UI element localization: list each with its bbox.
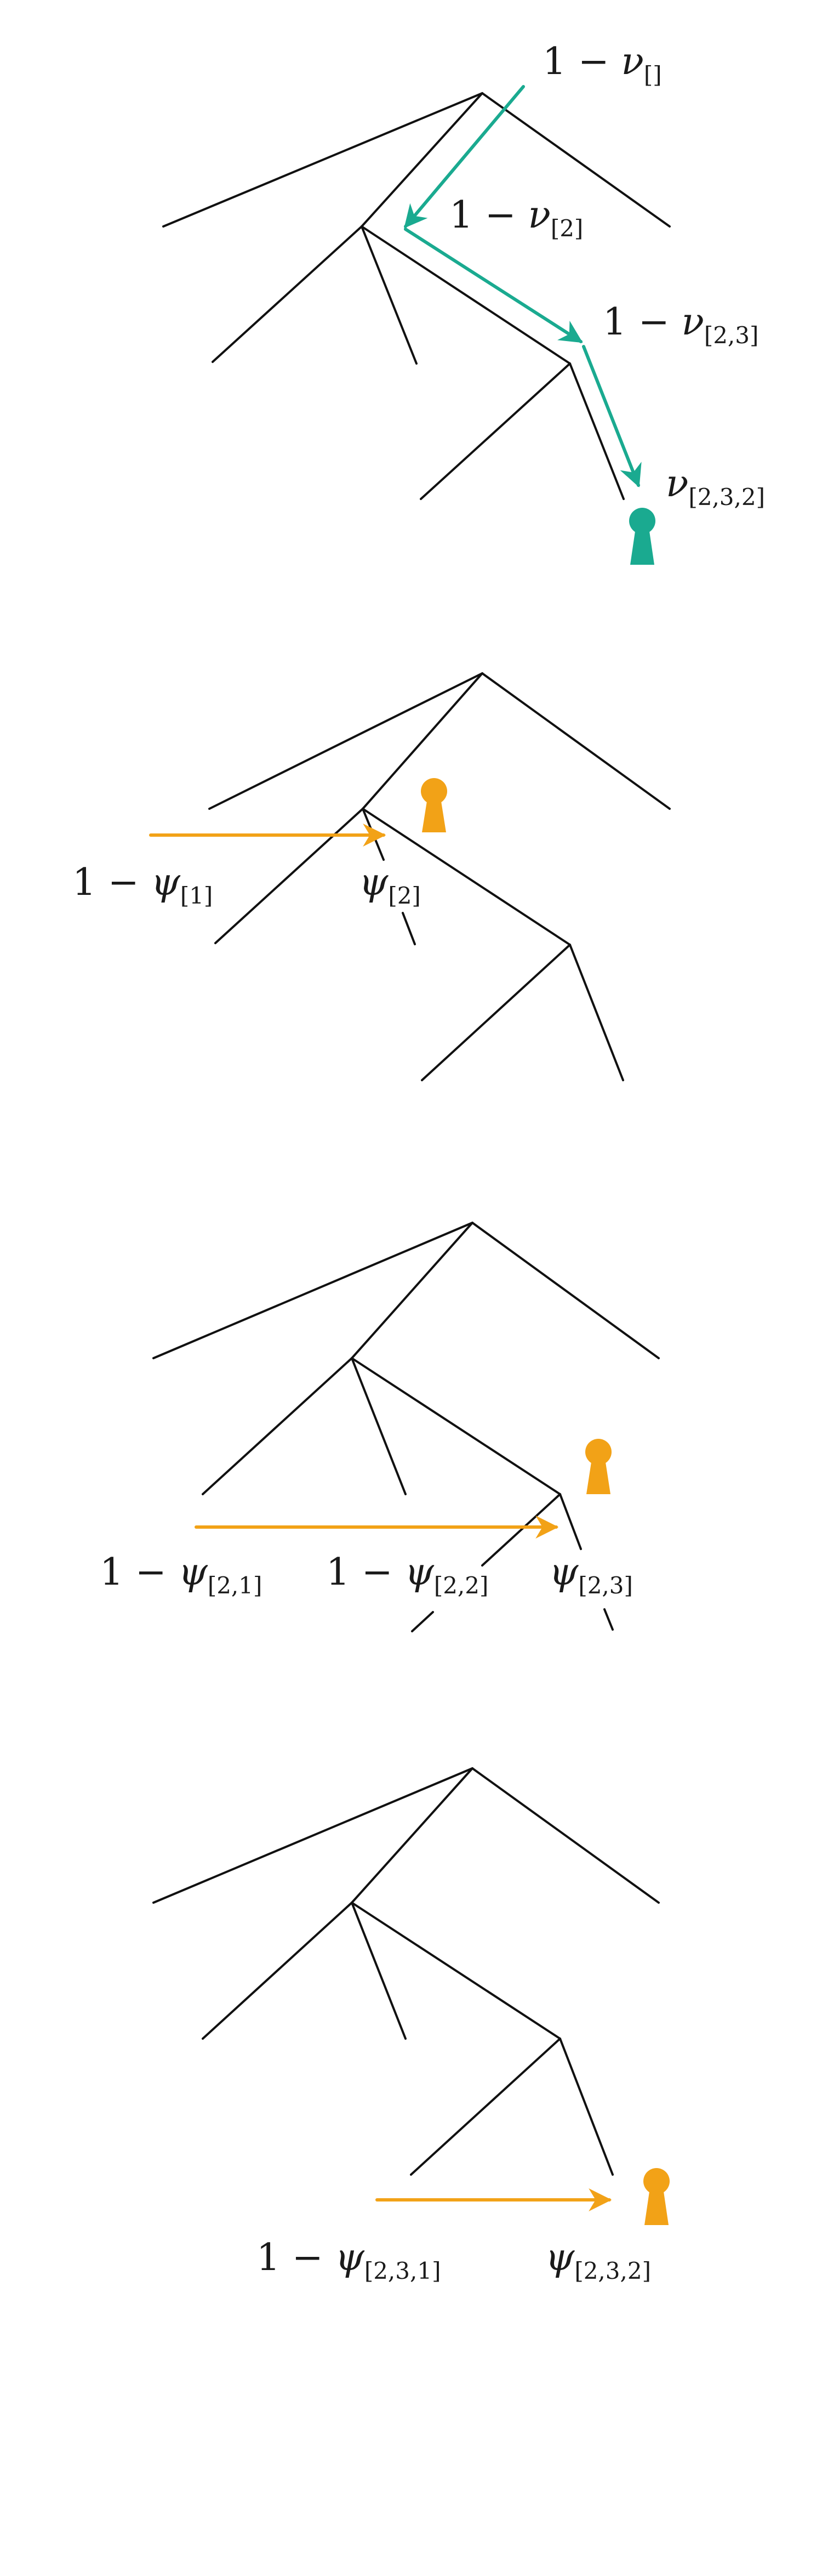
- label-b: 1 − ψ[2,2]: [326, 1551, 488, 1599]
- panel-3: 1 − ψ[2,1] 1 − ψ[2,2] ψ[2,3]: [100, 1222, 660, 1632]
- left-label: 1 − ψ[1]: [72, 861, 213, 909]
- arrow-root-to-node: [404, 85, 525, 229]
- label-a: 1 − ψ[2,1]: [100, 1551, 262, 1599]
- edge: [569, 944, 624, 1081]
- tree-1: [162, 92, 671, 500]
- label-c: ψ[2,3]: [549, 1551, 633, 1599]
- branch-label: 1 − ν[2,3]: [603, 300, 758, 349]
- edge: [361, 225, 571, 365]
- edge: [351, 1357, 407, 1495]
- edge: [362, 808, 571, 946]
- root-label: 1 − ν[]: [543, 40, 662, 88]
- edge: [361, 92, 483, 228]
- node-label: 1 − ν[2]: [449, 194, 583, 242]
- edge: [361, 225, 418, 365]
- edge: [202, 1357, 353, 1495]
- edge: [351, 1357, 561, 1495]
- label-b: ψ[2,3,2]: [545, 2236, 651, 2284]
- edge: [481, 672, 671, 810]
- edge: [351, 1902, 561, 2040]
- pawn-icon: [585, 1439, 612, 1494]
- tree-4: [152, 1767, 660, 2176]
- edge: [212, 225, 363, 363]
- edge: [559, 1493, 582, 1550]
- edge: [420, 362, 571, 500]
- leaf-label: ν[2,3,2]: [666, 462, 765, 510]
- label-a: 1 − ψ[2,3,1]: [256, 2236, 441, 2284]
- pawn-icon: [421, 778, 447, 832]
- edge: [208, 672, 483, 810]
- edge: [471, 1767, 660, 1904]
- tree-2: [208, 672, 671, 1081]
- edge: [603, 1608, 614, 1631]
- path-arrows: [404, 85, 642, 487]
- panel-2: 1 − ψ[1] ψ[2]: [72, 672, 671, 1081]
- edge: [471, 1222, 660, 1359]
- edge: [481, 92, 671, 228]
- pawn-icon: [643, 2168, 670, 2225]
- edge: [214, 808, 364, 944]
- panel-4: 1 − ψ[2,3,1] ψ[2,3,2]: [152, 1767, 670, 2284]
- edge: [559, 2038, 614, 2176]
- panel-1: 1 − ν[] 1 − ν[2] 1 − ν[2,3] ν[2,3,2]: [162, 40, 765, 565]
- edge: [411, 1611, 434, 1632]
- edge: [481, 1493, 561, 1567]
- edge: [351, 1767, 473, 1904]
- edge: [421, 944, 571, 1081]
- edge: [569, 362, 625, 500]
- edge: [351, 1902, 407, 2040]
- arrow-branch-to-leaf: [582, 345, 642, 487]
- edge: [152, 1767, 473, 1904]
- edge: [362, 672, 483, 810]
- edge: [351, 1222, 473, 1359]
- edge: [152, 1222, 473, 1359]
- arrow-node-to-branch: [404, 228, 583, 343]
- edge: [202, 1902, 353, 2040]
- pawn-icon: [629, 508, 655, 565]
- tree-3: [152, 1222, 660, 1632]
- edge: [410, 2038, 561, 2176]
- edge: [162, 92, 483, 228]
- right-label: ψ[2]: [359, 861, 421, 909]
- edge: [402, 912, 416, 945]
